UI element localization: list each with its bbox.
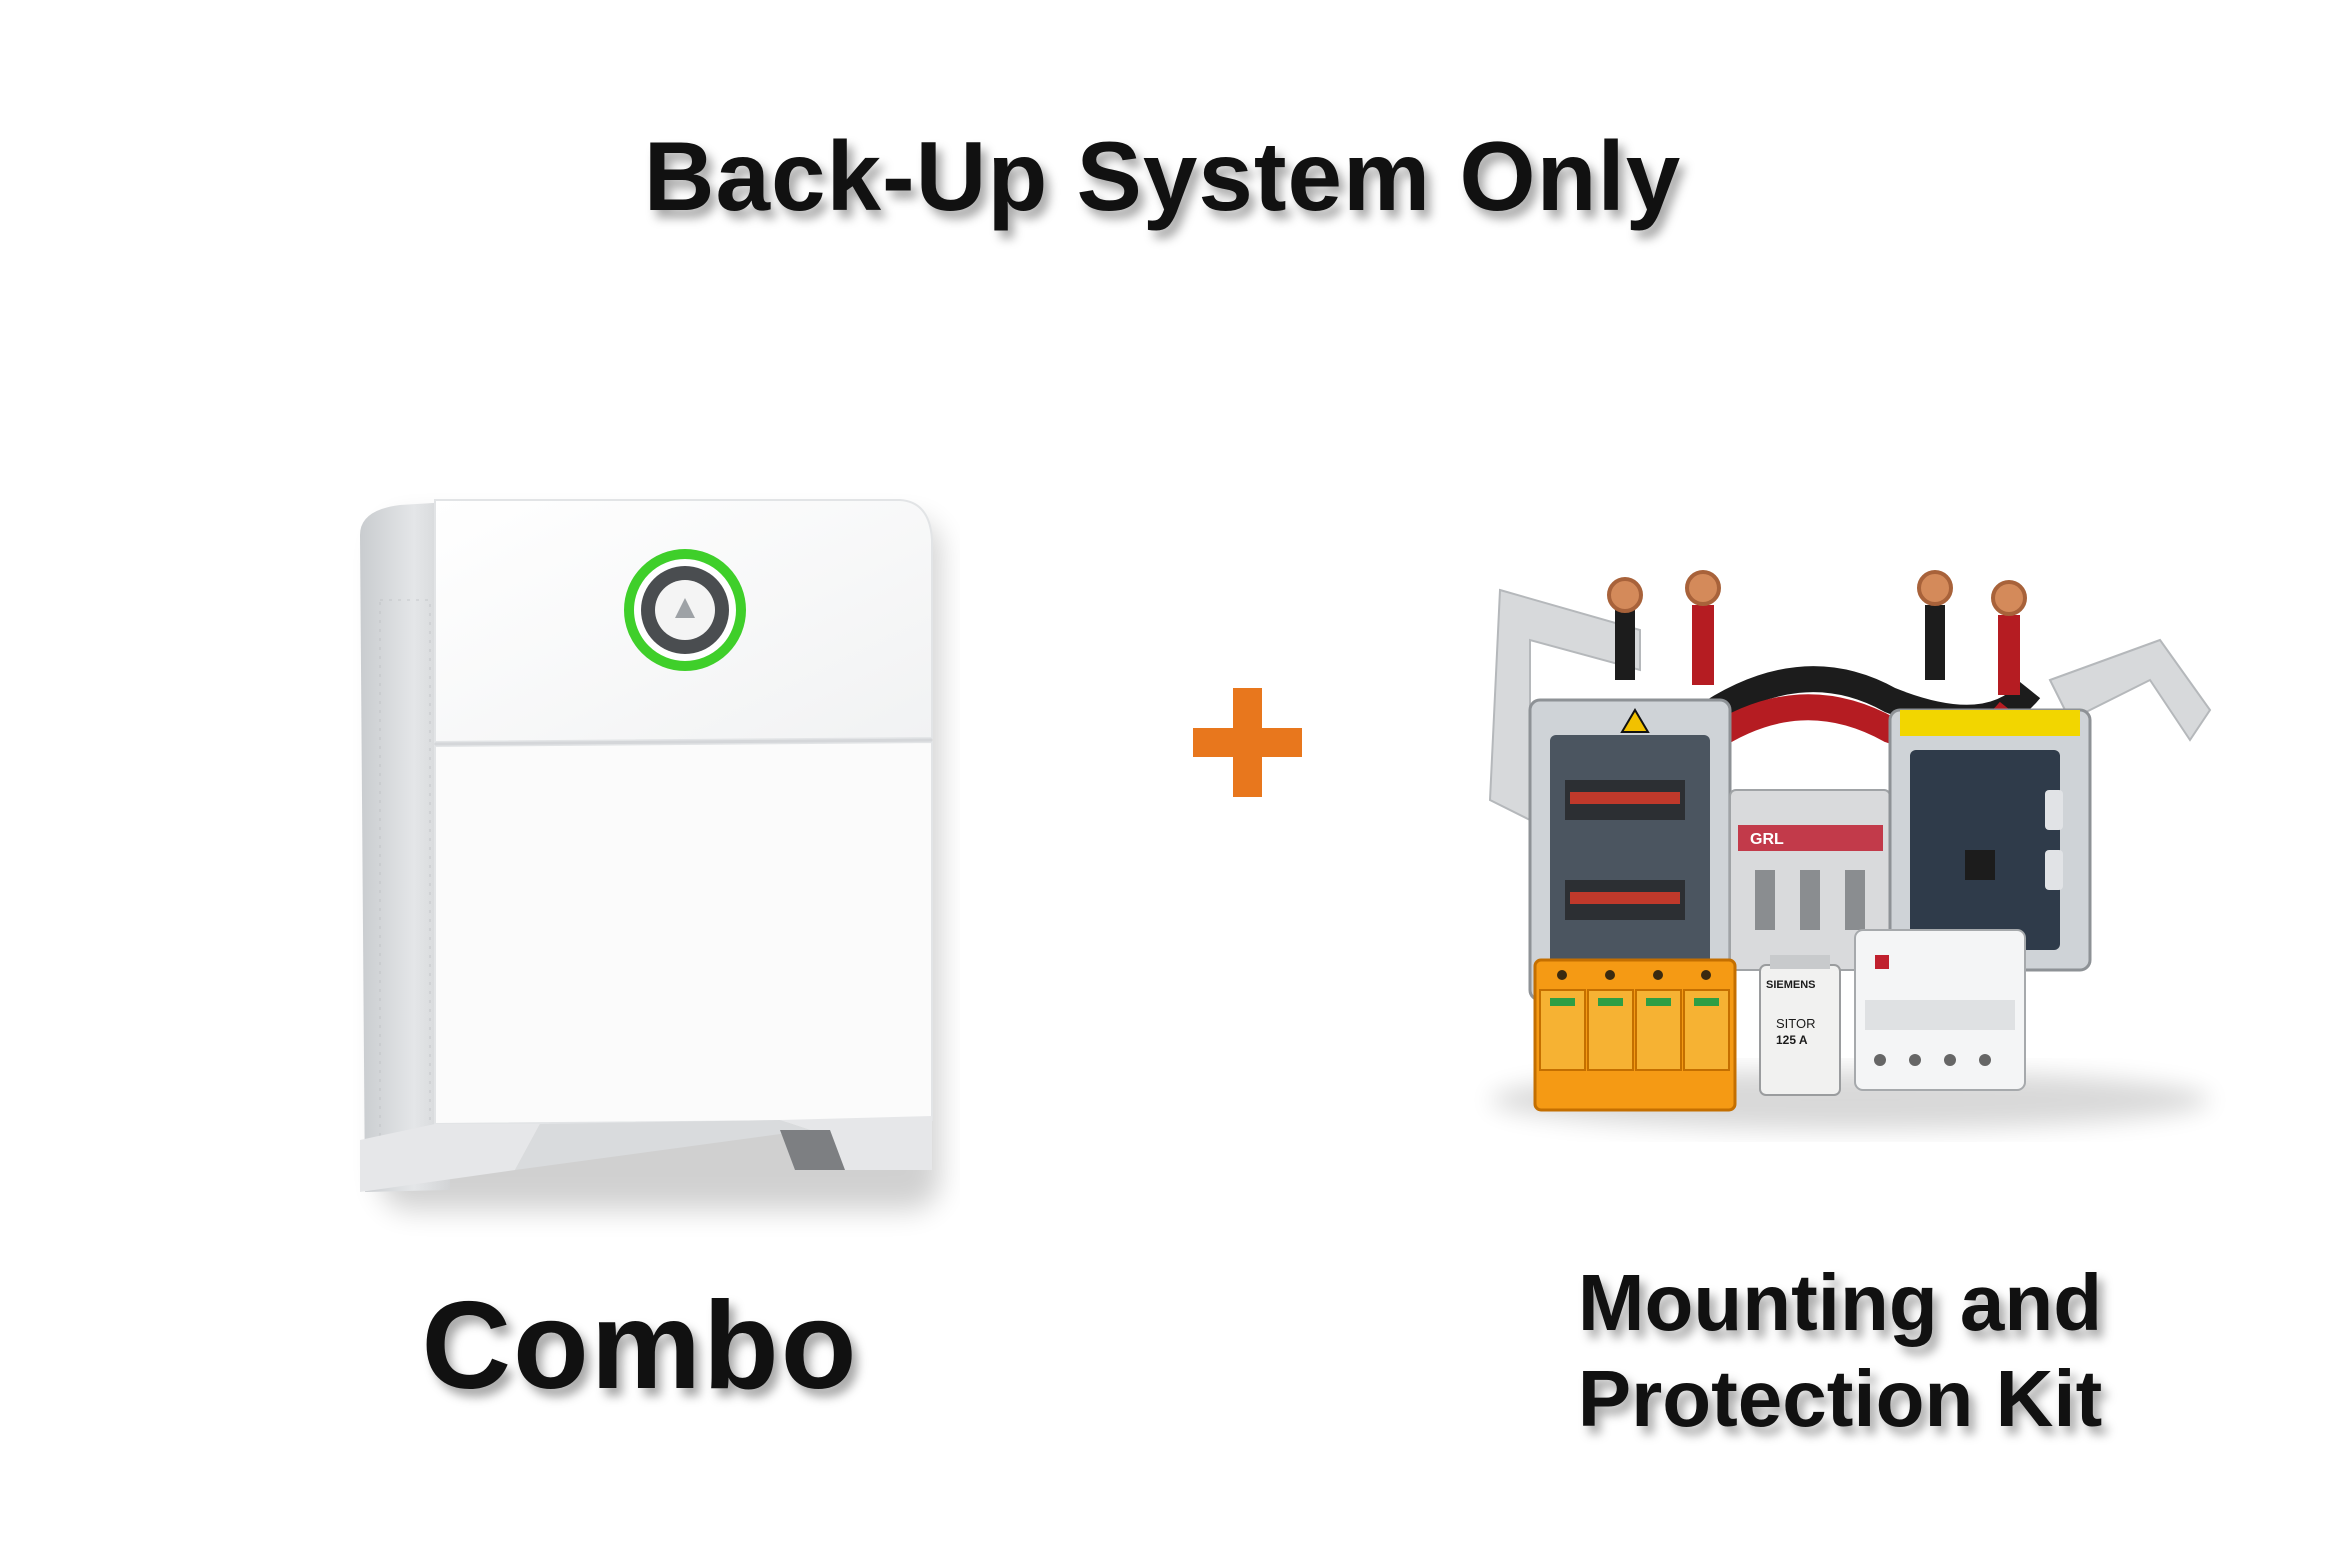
page-title: Back-Up System Only (643, 121, 1682, 231)
combo-unit-image (360, 499, 940, 1210)
combiner-box-left (1528, 698, 1732, 1002)
combo-caption: Combo (421, 1277, 859, 1415)
fuse-rating-label: 125 A (1776, 1033, 1808, 1047)
kit-caption-line-1: Mounting and (1577, 1258, 2103, 1347)
disconnector-switch: GRL (1729, 789, 1891, 971)
combiner-box-right (1888, 708, 2092, 972)
svg-text:GRL: GRL (1750, 831, 1784, 848)
kit-caption: Mounting and Protection Kit (1480, 1255, 2200, 1447)
mounting-bracket-left (1488, 588, 1641, 822)
circuit-breaker (1854, 929, 2026, 1091)
surge-protector (1533, 958, 1737, 1112)
fuse-type-label: SITOR (1776, 1016, 1816, 1031)
fuse-siemens: SIEMENS SITOR 125 A (1759, 955, 1841, 1096)
kit-caption-line-2: Protection Kit (1577, 1354, 2103, 1443)
status-ring-icon (624, 549, 746, 671)
mounting-protection-kit-image: GRL SIEMENS SITOR 125 A (1488, 570, 2212, 1130)
fuse-brand-label: SIEMENS (1766, 979, 1816, 991)
plus-icon (1193, 688, 1302, 797)
